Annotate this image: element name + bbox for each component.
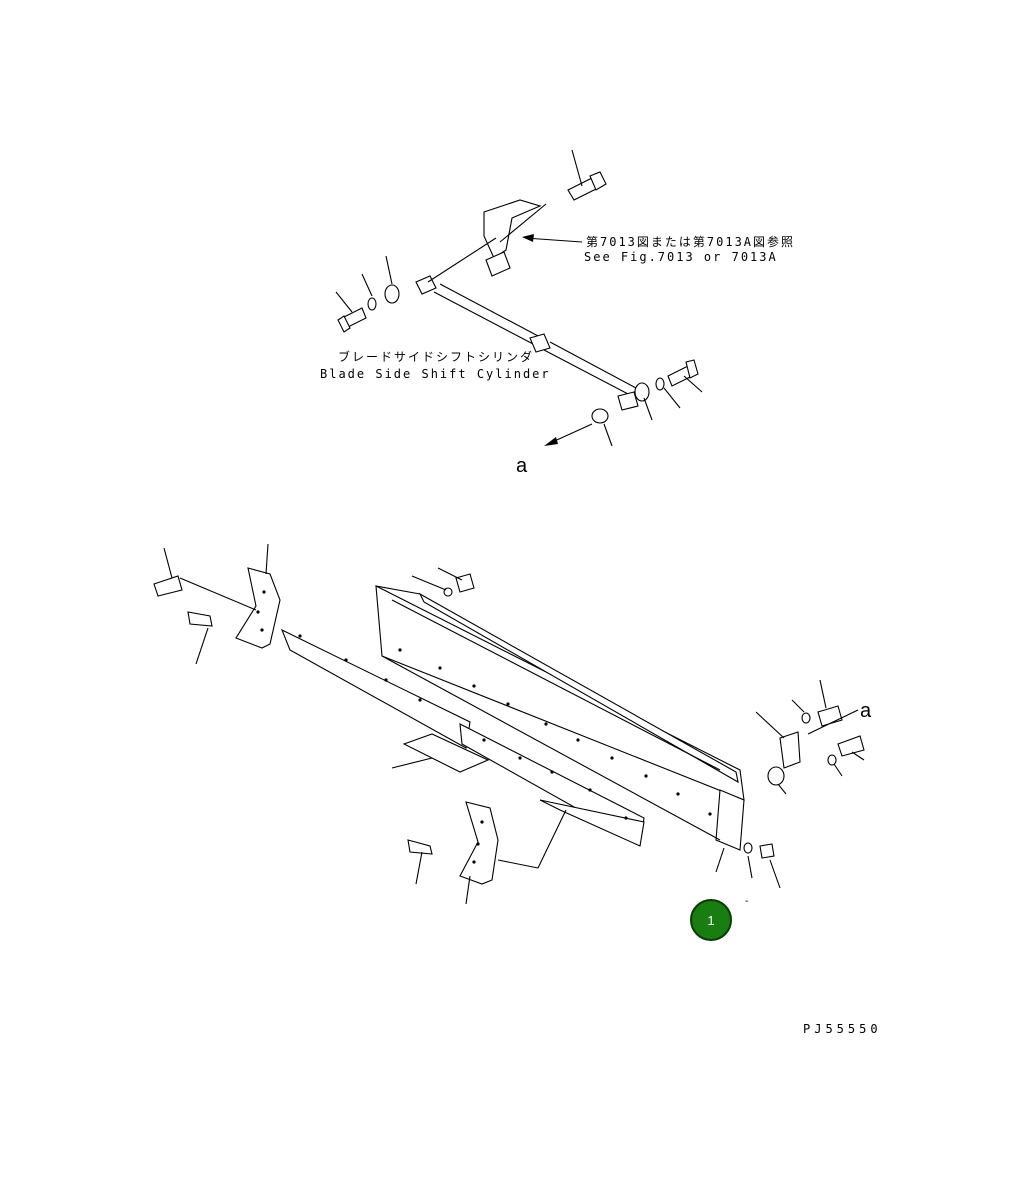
callout-suffix: - <box>745 896 749 907</box>
upper-assembly <box>335 149 703 447</box>
reference-note-jp: 第7013図または第7013A図参照 <box>586 235 796 249</box>
view-label-a-upper: a <box>516 455 528 477</box>
reference-note-en: See Fig.7013 or 7013A <box>584 250 778 264</box>
drawing-code: PJ55550 <box>803 1022 882 1036</box>
callout-marker[interactable]: 1 <box>690 899 732 941</box>
cylinder-label-en: Blade Side Shift Cylinder <box>320 367 551 381</box>
callout-number: 1 <box>707 912 715 928</box>
view-label-a-lower: a <box>860 700 872 722</box>
lower-assembly <box>153 543 865 905</box>
cylinder-label-jp: ブレードサイドシフトシリンダ <box>338 350 535 364</box>
